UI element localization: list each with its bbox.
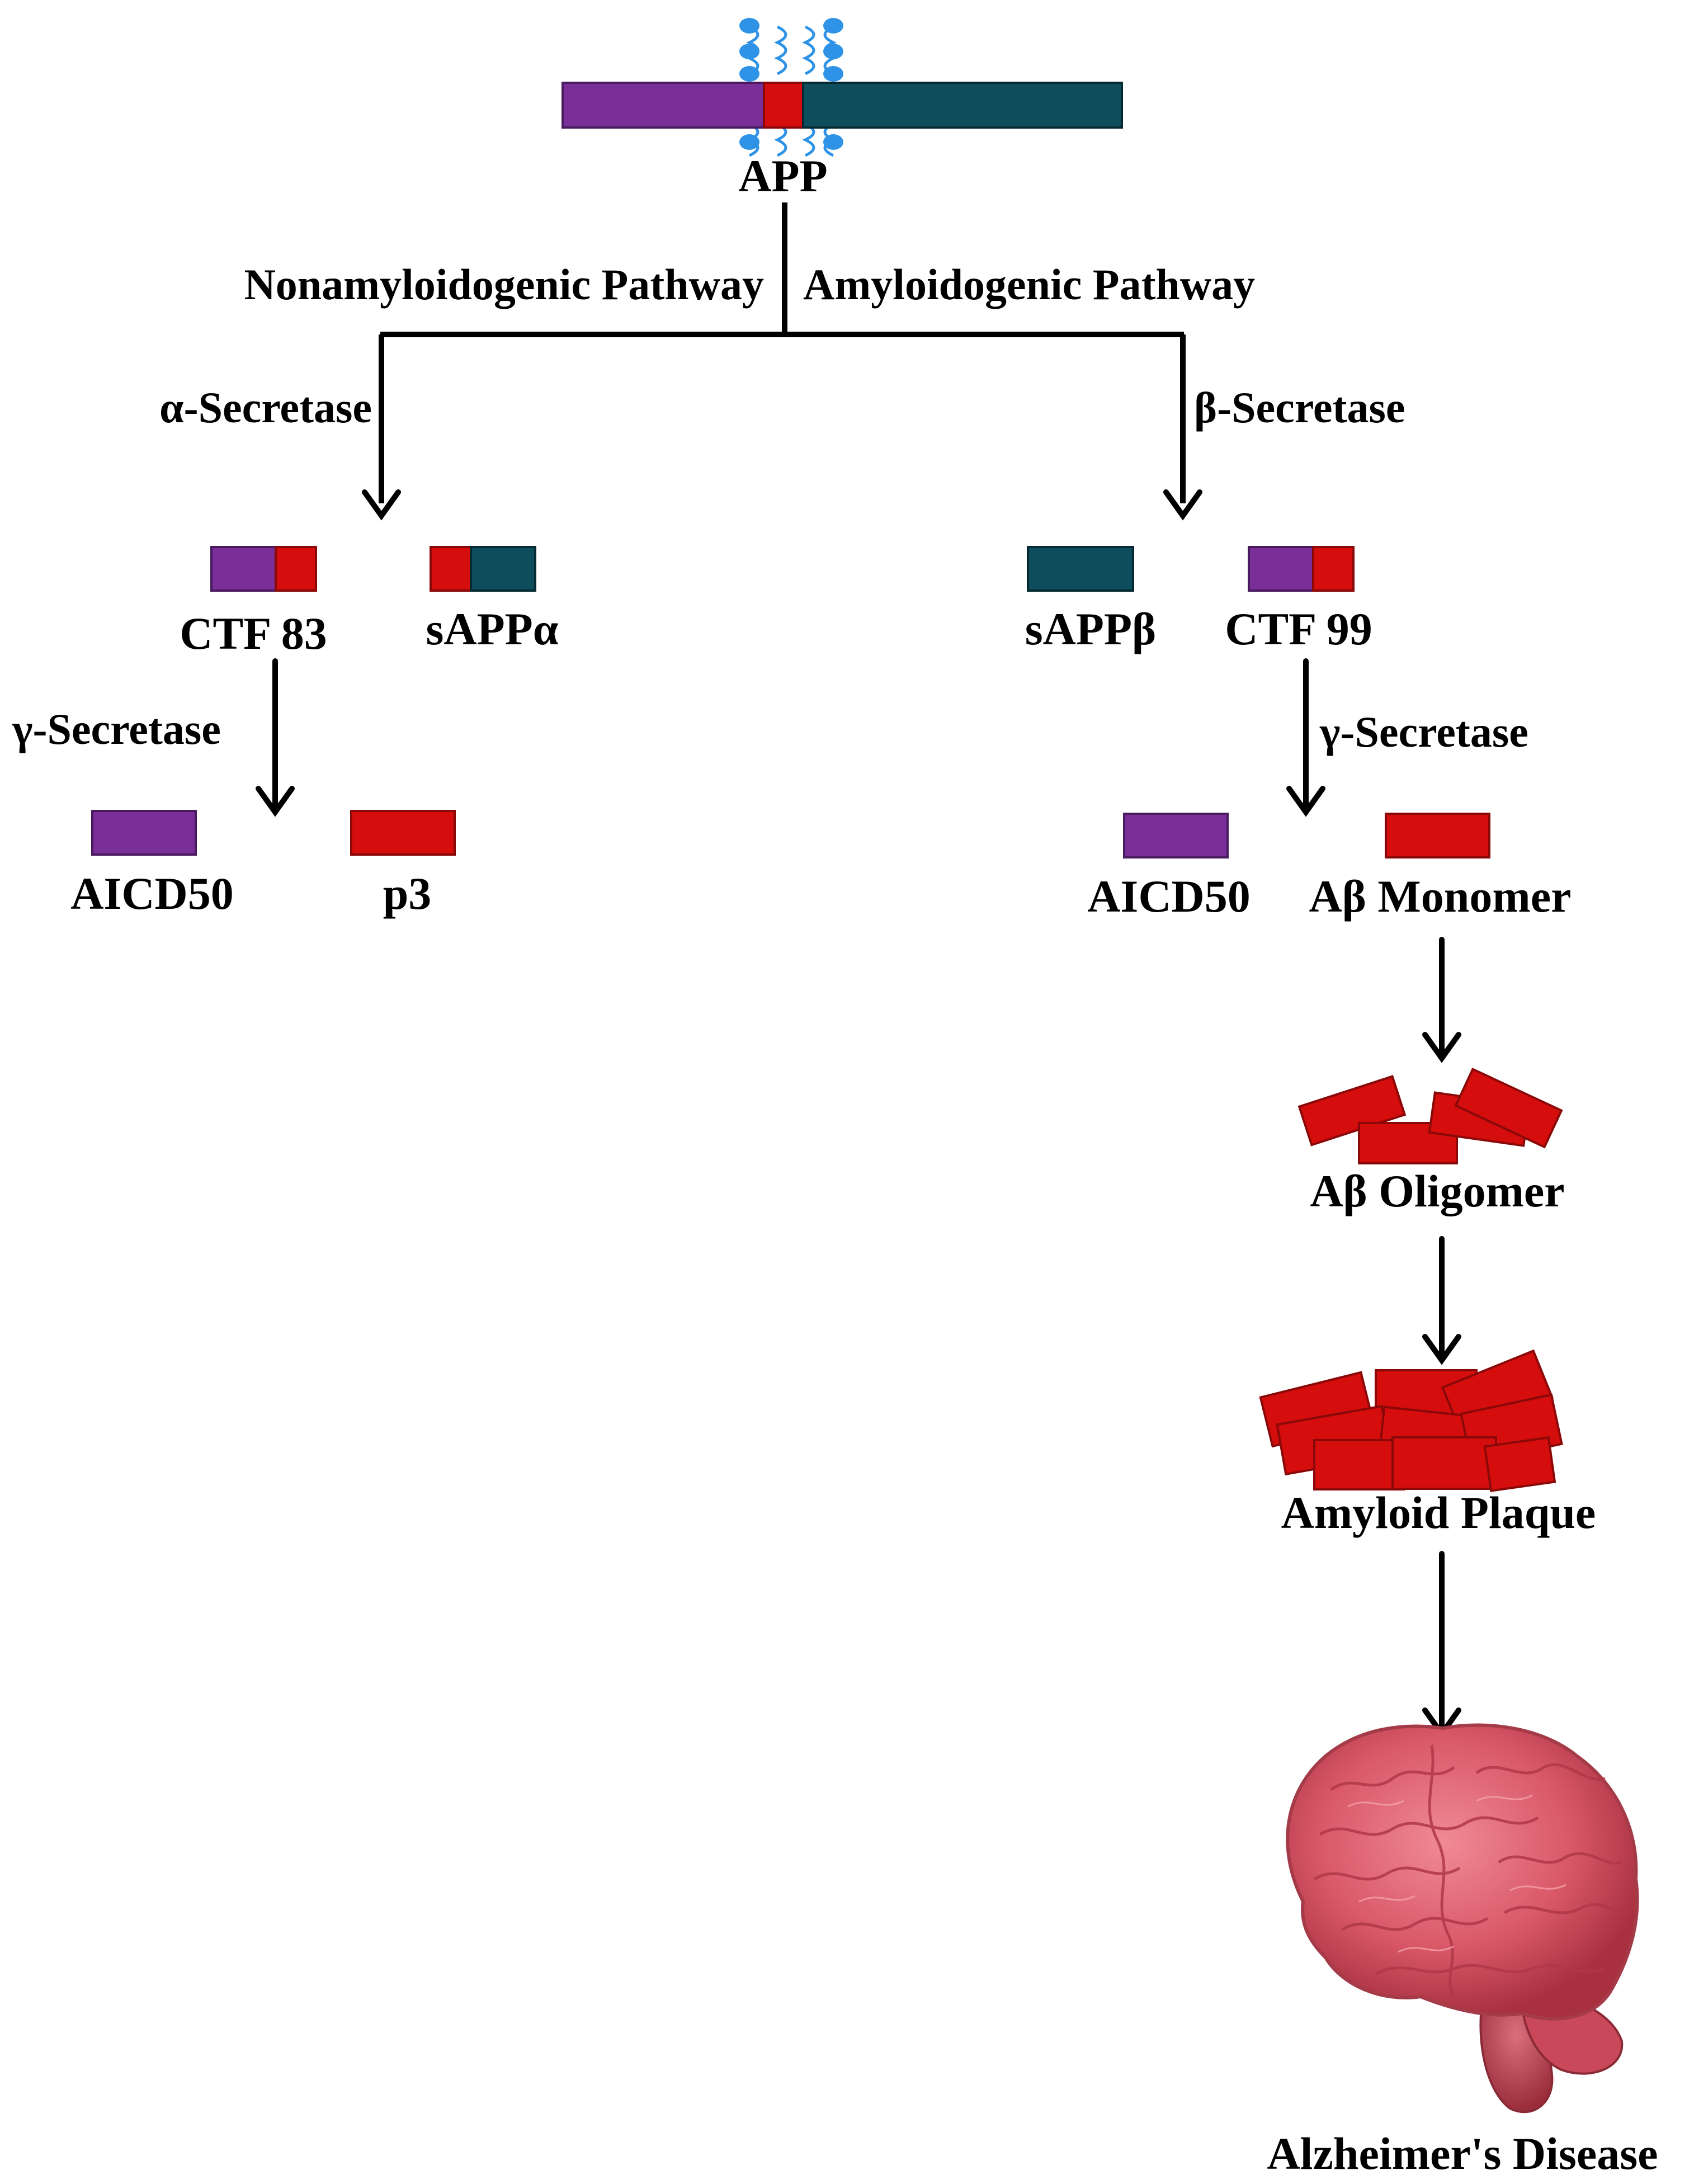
sappb-label: sAPPβ: [1025, 603, 1157, 654]
sappa-fragment: [430, 546, 536, 592]
ab-oligomer-blocks: [1297, 1067, 1563, 1164]
ctf99-label: CTF 99: [1225, 603, 1372, 654]
left-gamma-arrow: [256, 658, 295, 817]
right-gamma-arrow: [1286, 658, 1325, 817]
ab-oligomer-label: Aβ Oligomer: [1310, 1166, 1564, 1216]
ab-monomer-label: Aβ Monomer: [1309, 871, 1571, 922]
p3-fragment: [350, 810, 456, 856]
beta-secretase-label: β-Secretase: [1194, 383, 1405, 432]
left-gamma-secretase-label: γ-Secretase: [12, 705, 221, 753]
left-split-arrowhead: [362, 489, 401, 521]
oligomer-to-plaque-arrow: [1422, 1236, 1461, 1365]
sappb-fragment: [1027, 546, 1134, 592]
alpha-secretase-label: α-Secretase: [159, 383, 372, 432]
right-gamma-secretase-label: γ-Secretase: [1319, 707, 1528, 756]
app-amyloid-segment: [763, 82, 804, 129]
right-aicd50-label: AICD50: [1087, 871, 1251, 922]
plaque-to-disease-arrow: [1422, 1551, 1461, 1739]
app-n-terminal-segment: [561, 82, 765, 129]
right-aicd50-fragment: [1123, 813, 1229, 858]
pathway-split-connector: [379, 202, 1186, 503]
monomer-to-oligomer-arrow: [1422, 937, 1461, 1063]
left-aicd50-label: AICD50: [70, 868, 234, 919]
app-label: APP: [738, 150, 827, 201]
app-protein: [561, 18, 1123, 157]
ctf83-fragment: [210, 546, 317, 592]
right-split-arrowhead: [1163, 489, 1202, 521]
left-aicd50-fragment: [91, 810, 197, 856]
amyloid-plaque-blocks: [1259, 1349, 1563, 1492]
nonamyloidogenic-pathway-label: Nonamyloidogenic Pathway: [244, 260, 764, 309]
ab-monomer-fragment: [1385, 813, 1490, 858]
amyloidogenic-pathway-label: Amyloidogenic Pathway: [803, 260, 1255, 309]
membrane-lipid-bilayer: [739, 18, 843, 157]
amyloid-plaque-label: Amyloid Plaque: [1281, 1487, 1596, 1538]
brain-illustration: [1286, 1723, 1639, 2114]
ctf99-fragment: [1248, 546, 1355, 592]
alzheimers-disease-label: Alzheimer's Disease: [1267, 2128, 1658, 2179]
app-c-terminal-segment: [802, 82, 1123, 129]
sappa-label: sAPPα: [426, 603, 558, 654]
p3-label: p3: [383, 868, 432, 919]
ctf83-label: CTF 83: [180, 608, 327, 659]
